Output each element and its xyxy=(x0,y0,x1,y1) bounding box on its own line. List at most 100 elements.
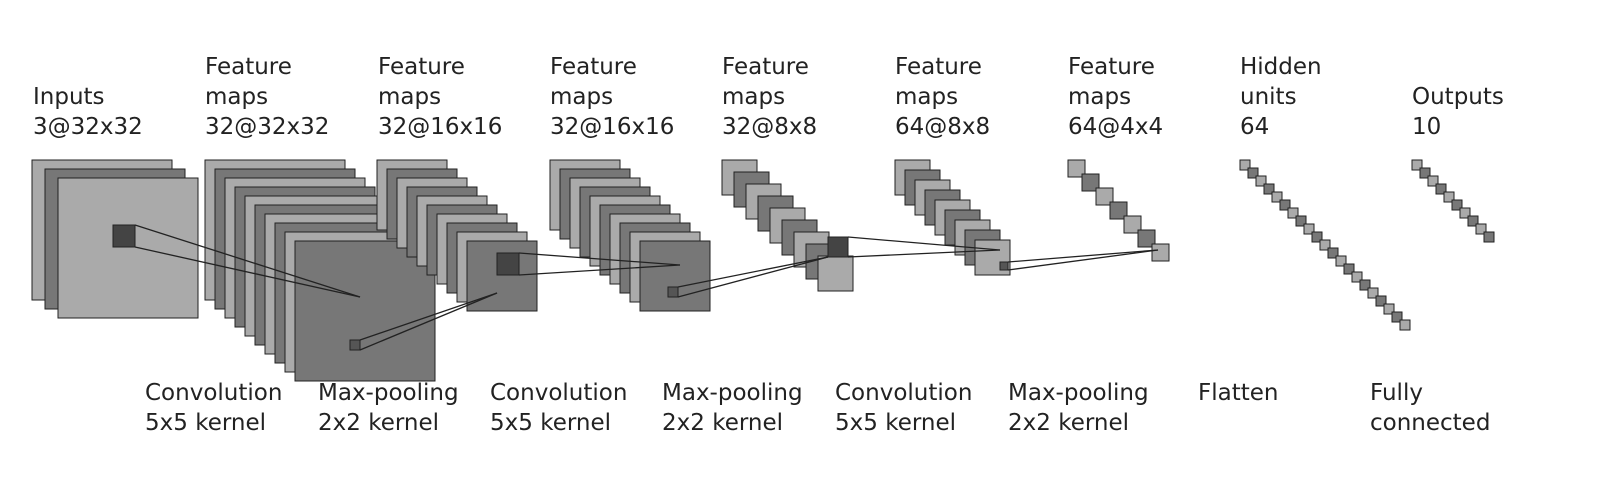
layer-label-conv1-maps: Feature maps 32@32x32 xyxy=(205,52,329,142)
layer-label-outputs: Outputs 10 xyxy=(1412,82,1504,142)
feature-map xyxy=(1123,215,1142,234)
op-label-conv1: Convolution 5x5 kernel xyxy=(145,378,282,438)
layer-label-pool2-maps: Feature maps 32@8x8 xyxy=(722,52,817,142)
feature-map xyxy=(974,239,1011,276)
kernel-conv1 xyxy=(112,224,136,248)
op-label-flatten: Flatten xyxy=(1198,378,1278,408)
feature-map xyxy=(1399,319,1411,331)
receptive-field-connections xyxy=(112,224,1159,351)
layer-label-line: maps xyxy=(895,84,959,110)
kernel-projection-line xyxy=(518,264,681,276)
layer-label-hidden-units: Hidden units 64 xyxy=(1240,52,1322,142)
op-label-line: Max-pooling xyxy=(1008,380,1149,406)
feature-map xyxy=(1467,215,1479,227)
feature-map xyxy=(1311,231,1323,243)
kernel-pool1 xyxy=(349,339,361,351)
kernel-projection-line xyxy=(847,249,1001,258)
op-label-pool1: Max-pooling 2x2 kernel xyxy=(318,378,459,438)
layer-label-conv2-maps: Feature maps 32@16x16 xyxy=(550,52,674,142)
feature-map xyxy=(1263,183,1275,195)
layer-label-line: maps xyxy=(1068,84,1132,110)
kernel-pool2 xyxy=(667,286,679,298)
feature-map xyxy=(1319,239,1331,251)
feature-map xyxy=(1375,295,1387,307)
op-label-line: Convolution xyxy=(145,380,283,406)
layer-label-line: units xyxy=(1240,84,1297,110)
feature-map xyxy=(1271,191,1283,203)
op-label-line: Convolution xyxy=(835,380,973,406)
kernel-projection-line xyxy=(847,236,1001,251)
feature-map xyxy=(639,240,711,312)
feature-map xyxy=(1359,279,1371,291)
feature-map xyxy=(1247,167,1259,179)
kernel-pool3 xyxy=(999,261,1009,271)
op-label-conv3: Convolution 5x5 kernel xyxy=(835,378,972,438)
layer-label-pool1-maps: Feature maps 32@16x16 xyxy=(378,52,502,142)
layer-label-line: 32@8x8 xyxy=(722,114,818,140)
op-label-line: 2x2 kernel xyxy=(318,410,440,436)
layer-label-line: maps xyxy=(722,84,786,110)
stack-conv2-maps xyxy=(549,159,711,312)
feature-map xyxy=(1095,187,1114,206)
layer-label-line: Feature xyxy=(895,54,982,80)
layer-label-line: 64@4x4 xyxy=(1068,114,1164,140)
feature-map xyxy=(1427,175,1439,187)
layer-label-line: Hidden xyxy=(1240,54,1322,80)
feature-map xyxy=(1419,167,1431,179)
feature-map xyxy=(1303,223,1315,235)
op-label-conv2: Convolution 5x5 kernel xyxy=(490,378,627,438)
layer-label-line: 3@32x32 xyxy=(33,114,143,140)
feature-map xyxy=(1391,311,1403,323)
kernel-conv3 xyxy=(827,236,849,258)
feature-map xyxy=(1081,173,1100,192)
op-label-line: 2x2 kernel xyxy=(1008,410,1130,436)
layer-label-line: 10 xyxy=(1412,114,1442,140)
feature-map xyxy=(1351,271,1363,283)
layer-label-line: 64@8x8 xyxy=(895,114,991,140)
op-label-pool3: Max-pooling 2x2 kernel xyxy=(1008,378,1149,438)
feature-map xyxy=(1451,199,1463,211)
feature-map xyxy=(1343,263,1355,275)
layer-label-line: Inputs xyxy=(33,84,105,110)
feature-map xyxy=(1443,191,1455,203)
feature-map xyxy=(1137,229,1156,248)
op-label-line: 2x2 kernel xyxy=(662,410,784,436)
layer-label-line: 64 xyxy=(1240,114,1270,140)
feature-map xyxy=(1255,175,1267,187)
op-label-fully-connected: Fully connected xyxy=(1370,378,1490,438)
feature-map xyxy=(1327,247,1339,259)
feature-map xyxy=(1367,287,1379,299)
layer-label-line: Feature xyxy=(722,54,809,80)
layer-label-line: Outputs xyxy=(1412,84,1504,110)
stack-inputs xyxy=(31,159,199,319)
layer-label-line: maps xyxy=(205,84,269,110)
layer-label-inputs: Inputs 3@32x32 xyxy=(33,82,143,142)
feature-map xyxy=(1459,207,1471,219)
kernel-projection-line xyxy=(359,292,498,351)
layer-label-line: maps xyxy=(378,84,442,110)
layer-label-line: Feature xyxy=(378,54,465,80)
feature-map xyxy=(1109,201,1128,220)
feature-map xyxy=(1383,303,1395,315)
feature-map-stacks xyxy=(31,159,1495,382)
op-label-line: 5x5 kernel xyxy=(490,410,612,436)
op-label-line: 5x5 kernel xyxy=(145,410,267,436)
op-label-line: 5x5 kernel xyxy=(835,410,957,436)
kernel-projection-line xyxy=(1007,249,1159,271)
layer-label-line: Feature xyxy=(550,54,637,80)
layer-label-line: maps xyxy=(550,84,614,110)
feature-map xyxy=(57,177,199,319)
feature-map xyxy=(817,255,854,292)
kernel-projection-line xyxy=(1007,249,1159,263)
feature-map xyxy=(1295,215,1307,227)
op-label-pool2: Max-pooling 2x2 kernel xyxy=(662,378,803,438)
stack-hidden-units xyxy=(1239,159,1411,331)
kernel-projection-line xyxy=(518,252,681,266)
feature-map xyxy=(1435,183,1447,195)
feature-map xyxy=(294,240,436,382)
kernel-projection-line xyxy=(677,256,829,288)
op-label-line: Max-pooling xyxy=(662,380,803,406)
op-label-line: Convolution xyxy=(490,380,628,406)
